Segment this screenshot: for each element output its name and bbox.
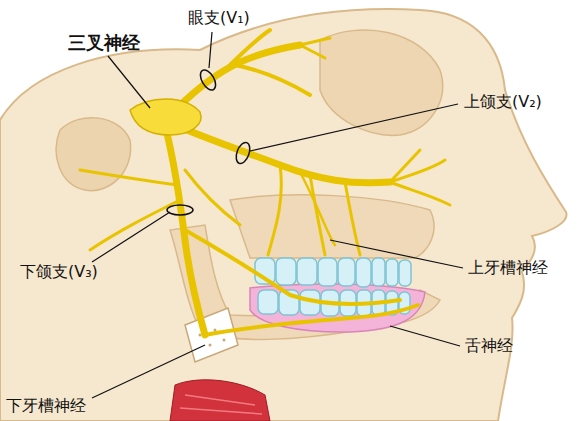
ear-region bbox=[56, 118, 130, 191]
trigeminal-ganglion bbox=[130, 99, 201, 135]
branch-rings bbox=[167, 67, 252, 215]
leader-lines bbox=[92, 32, 463, 398]
branch-label: 下颌支(V₃) bbox=[18, 262, 100, 281]
upper-teeth bbox=[255, 258, 411, 287]
nerve-title: 三叉神经 bbox=[66, 32, 142, 54]
branch-label: 上颌支(V₂) bbox=[462, 92, 544, 111]
muscle bbox=[170, 380, 270, 421]
nerve-label: 上牙槽神经 bbox=[466, 258, 550, 277]
maxilla bbox=[230, 195, 434, 258]
nerve-label: 舌神经 bbox=[463, 336, 515, 355]
nerve-label: 下牙槽神经 bbox=[4, 396, 88, 415]
orbit bbox=[320, 30, 443, 135]
nerves bbox=[80, 30, 450, 335]
head-outline bbox=[0, 9, 567, 421]
branch-label: 眼支(V₁) bbox=[186, 8, 252, 27]
